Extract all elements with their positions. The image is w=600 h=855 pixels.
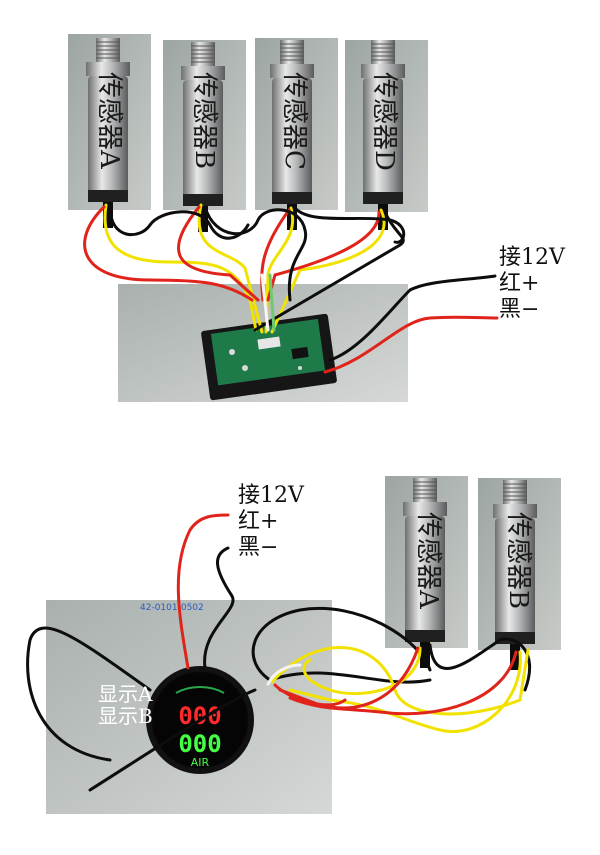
- bottom-power-line3: 黑−: [238, 535, 304, 561]
- display-bottom-value: 000: [178, 730, 221, 758]
- bottom-power-label: 接12V 红+ 黑−: [238, 483, 304, 561]
- top-sensor-label-c: 传感器C: [279, 72, 309, 170]
- top-power-line1: 接12V: [499, 245, 565, 271]
- bottom-sensor-label-b: 传感器B: [503, 512, 533, 609]
- top-sensor-label-d: 传感器D: [369, 72, 399, 171]
- top-sensor-label-a: 传感器A: [94, 72, 124, 170]
- bottom-power-line1: 接12V: [238, 483, 304, 509]
- top-power-line2: 红+: [499, 271, 565, 297]
- bottom-power-line2: 红+: [238, 509, 304, 535]
- display-top-value: 000: [178, 702, 221, 730]
- display-part-number: 42-0101-0502: [140, 603, 204, 613]
- display-label-a: 显示A: [98, 683, 153, 705]
- top-diagram: 传感器A 传感器B 传感器C 传感器D: [68, 34, 497, 402]
- bottom-display-photo: 42-0101-0502 000 000 AIR: [46, 600, 332, 814]
- display-label-b: 显示B: [98, 705, 153, 727]
- top-power-label: 接12V 红+ 黑−: [499, 245, 565, 323]
- top-sensor-label-b: 传感器B: [189, 72, 219, 169]
- top-controller-photo: [118, 284, 408, 402]
- top-power-line3: 黑−: [499, 297, 565, 323]
- display-labels: 显示A 显示B: [98, 683, 153, 727]
- display-unit: AIR: [191, 756, 210, 769]
- bottom-sensor-label-a: 传感器A: [413, 512, 443, 610]
